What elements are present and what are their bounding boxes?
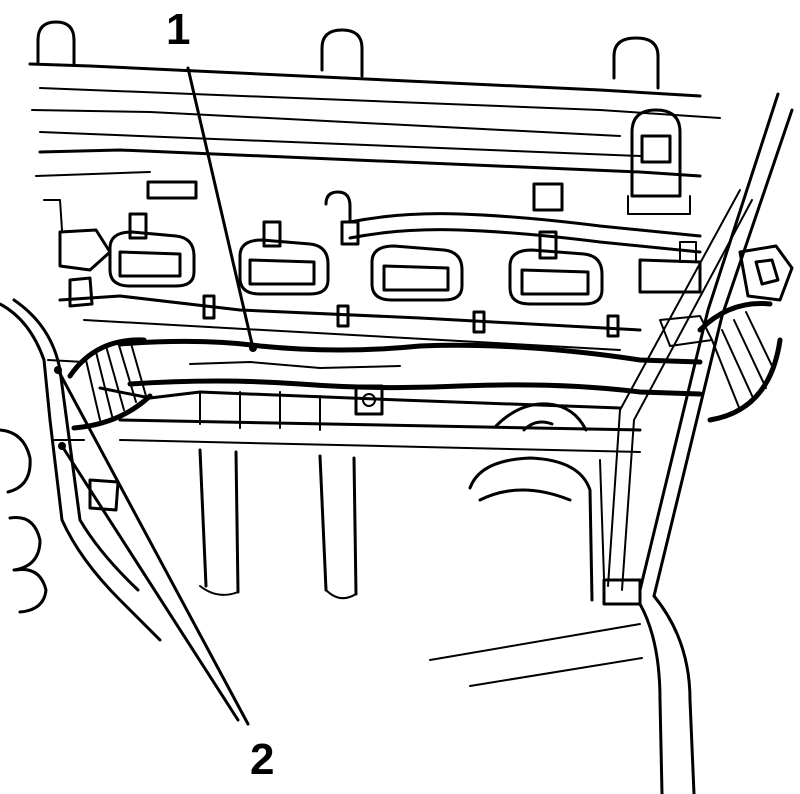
dipstick-tubes [602, 92, 794, 606]
engine-block-lower [119, 402, 641, 602]
lifting-eye [627, 108, 691, 215]
valve-cover-top [28, 20, 721, 178]
callout-label-2: 2 [250, 735, 275, 784]
wiring-harness [117, 338, 703, 397]
callout-label-1: 1 [166, 5, 191, 54]
fuel-rail [324, 190, 702, 254]
leader-lines-2 [54, 366, 250, 726]
leader-line-1 [186, 66, 257, 352]
corrugated-hose-right [697, 301, 783, 423]
injector-studs [128, 180, 620, 338]
left-side-assembly [0, 199, 162, 642]
lower-right-pipe [429, 459, 696, 794]
right-connector [679, 241, 794, 302]
manifold-body [58, 294, 642, 432]
corrugated-hose-left [67, 337, 153, 431]
harness-clip [354, 384, 384, 416]
intake-ports [108, 230, 702, 306]
